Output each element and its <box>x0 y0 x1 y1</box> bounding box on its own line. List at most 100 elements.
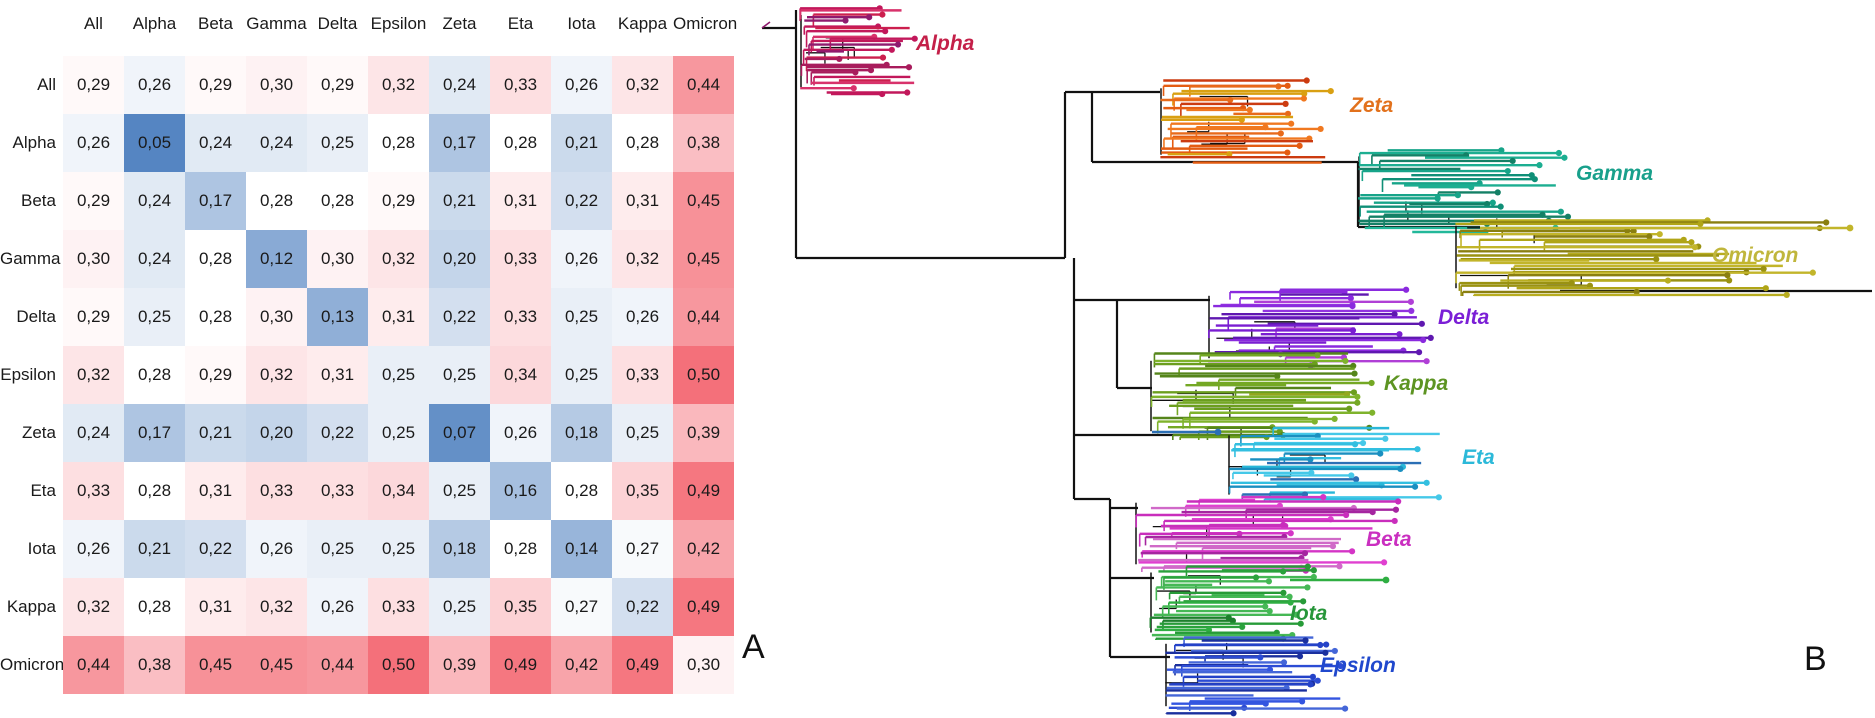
matrix-row-header: Zeta <box>21 423 56 442</box>
heatmap-cell: 0,33 <box>246 462 307 520</box>
heatmap-cell: 0,26 <box>490 404 551 462</box>
tree-tip-dot <box>1354 393 1361 400</box>
heatmap-cell: 0,49 <box>673 462 734 520</box>
tree-tip-dot <box>1238 116 1245 123</box>
matrix-col-header: Beta <box>198 14 233 33</box>
tree-tip-dot <box>1265 578 1273 585</box>
heatmap-cell: 0,45 <box>185 636 246 694</box>
tree-tip-dot <box>850 85 857 92</box>
tree-tip-dot <box>1395 498 1402 505</box>
tree-tip-dot <box>1307 681 1314 688</box>
matrix-col-header: Omicron <box>673 14 738 33</box>
heatmap-cell: 0,13 <box>307 288 368 346</box>
panel-a-letter: A <box>742 628 765 666</box>
heatmap-cell: 0,45 <box>246 636 307 694</box>
heatmap-cell: 0,22 <box>307 404 368 462</box>
heatmap-cell: 0,30 <box>246 288 307 346</box>
heatmap-cell: 0,25 <box>551 288 612 346</box>
tree-tip-dot <box>1274 373 1281 380</box>
matrix-row-header: Omicron <box>0 655 65 674</box>
tree-tip-dot <box>1287 530 1294 537</box>
tree-tip-dot <box>1331 647 1338 655</box>
heatmap-cell: 0,27 <box>612 520 673 578</box>
tree-tip-dot <box>1314 352 1321 359</box>
tree-tip-dot <box>1284 110 1292 117</box>
heatmap-cell: 0,31 <box>185 578 246 636</box>
tree-tip-dot <box>1414 446 1421 453</box>
heatmap-cell: 0,45 <box>673 230 734 288</box>
tree-tip-dot <box>1266 607 1273 615</box>
tree-tip-dot <box>1352 476 1360 483</box>
heatmap-cell: 0,42 <box>673 520 734 578</box>
heatmap-cell: 0,30 <box>246 56 307 114</box>
matrix-col-header: Iota <box>567 14 596 33</box>
heatmap-cell: 0,22 <box>551 172 612 230</box>
heatmap-cell: 0,26 <box>307 578 368 636</box>
tree-tip-dot <box>1536 162 1543 169</box>
clade-label-omicron: Omicron <box>1712 244 1799 267</box>
tree-tip-dot <box>1279 568 1287 575</box>
heatmap-cell: 0,28 <box>551 462 612 520</box>
tree-tip-dot <box>1320 494 1327 501</box>
heatmap-cell: 0,39 <box>673 404 734 462</box>
tree-tip-dot <box>1280 659 1288 666</box>
tree-tip-dot <box>1307 456 1314 463</box>
heatmap-cell: 0,07 <box>429 404 490 462</box>
matrix-row-header: Eta <box>30 481 56 500</box>
heatmap-cell: 0,42 <box>551 636 612 694</box>
tree-tip-dot <box>1302 637 1309 644</box>
tree-tip-dot <box>1823 219 1830 226</box>
heatmap-cell: 0,26 <box>63 520 124 578</box>
heatmap-cell: 0,28 <box>185 288 246 346</box>
tree-tip-dot <box>1323 641 1330 648</box>
tree-tip-dot <box>1226 151 1233 158</box>
tree-tip-dot <box>1286 593 1293 600</box>
tree-tip-dot <box>1726 277 1733 284</box>
tree-tip-dot <box>894 41 902 48</box>
tree-tip-dot <box>1246 106 1253 114</box>
tree-tip-dot <box>1257 654 1264 661</box>
heatmap-cell: 0,25 <box>368 404 429 462</box>
matrix-row-header: Iota <box>27 539 56 558</box>
tree-tip-dot <box>1329 543 1337 550</box>
matrix-row-header: Gamma <box>0 249 61 268</box>
tree-tip-dot <box>879 90 886 98</box>
tree-tip-dot <box>1664 277 1672 284</box>
tree-tip-dot <box>842 17 849 24</box>
matrix-row-header: Epsilon <box>0 365 56 384</box>
tree-tip-dot <box>1284 149 1291 156</box>
tree-tip-dot <box>1284 82 1291 89</box>
clade-label-epsilon: Epsilon <box>1320 654 1396 677</box>
matrix-col-header: Zeta <box>442 14 477 33</box>
tree-tip-dot <box>1336 563 1343 570</box>
heatmap-cell: 0,18 <box>551 404 612 462</box>
heatmap-cell: 0,31 <box>185 462 246 520</box>
tree-tip-dot <box>1382 576 1390 584</box>
heatmap-cell: 0,29 <box>63 172 124 230</box>
heatmap-cell: 0,44 <box>63 636 124 694</box>
tree-tip-dot <box>1509 157 1516 165</box>
heatmap-cell: 0,22 <box>612 578 673 636</box>
tree-tip-dot <box>1351 370 1358 377</box>
heatmap-cell: 0,24 <box>429 56 490 114</box>
tree-tip-dot <box>1303 77 1310 84</box>
heatmap-cell: 0,26 <box>124 56 185 114</box>
clade-label-gamma: Gamma <box>1576 162 1654 185</box>
tree-tip-dot <box>1337 662 1344 670</box>
heatmap-cell: 0,28 <box>490 114 551 172</box>
heatmap-cell: 0,28 <box>124 346 185 404</box>
heatmap-cell: 0,28 <box>490 520 551 578</box>
tree-tip-dot <box>852 69 859 76</box>
tree-tip-dot <box>1688 239 1695 246</box>
heatmap-cell: 0,25 <box>307 520 368 578</box>
tree-tip-dot <box>1633 288 1640 296</box>
heatmap-cell: 0,44 <box>307 636 368 694</box>
clade-label-kappa: Kappa <box>1384 372 1449 395</box>
heatmap-cell: 0,21 <box>124 520 185 578</box>
heatmap-cell: 0,29 <box>63 288 124 346</box>
heatmap-cell: 0,25 <box>368 346 429 404</box>
tree-tip-dot <box>879 11 886 18</box>
heatmap-cell: 0,35 <box>490 578 551 636</box>
heatmap-cell: 0,25 <box>368 520 429 578</box>
tree-tip-dot <box>1369 509 1376 516</box>
